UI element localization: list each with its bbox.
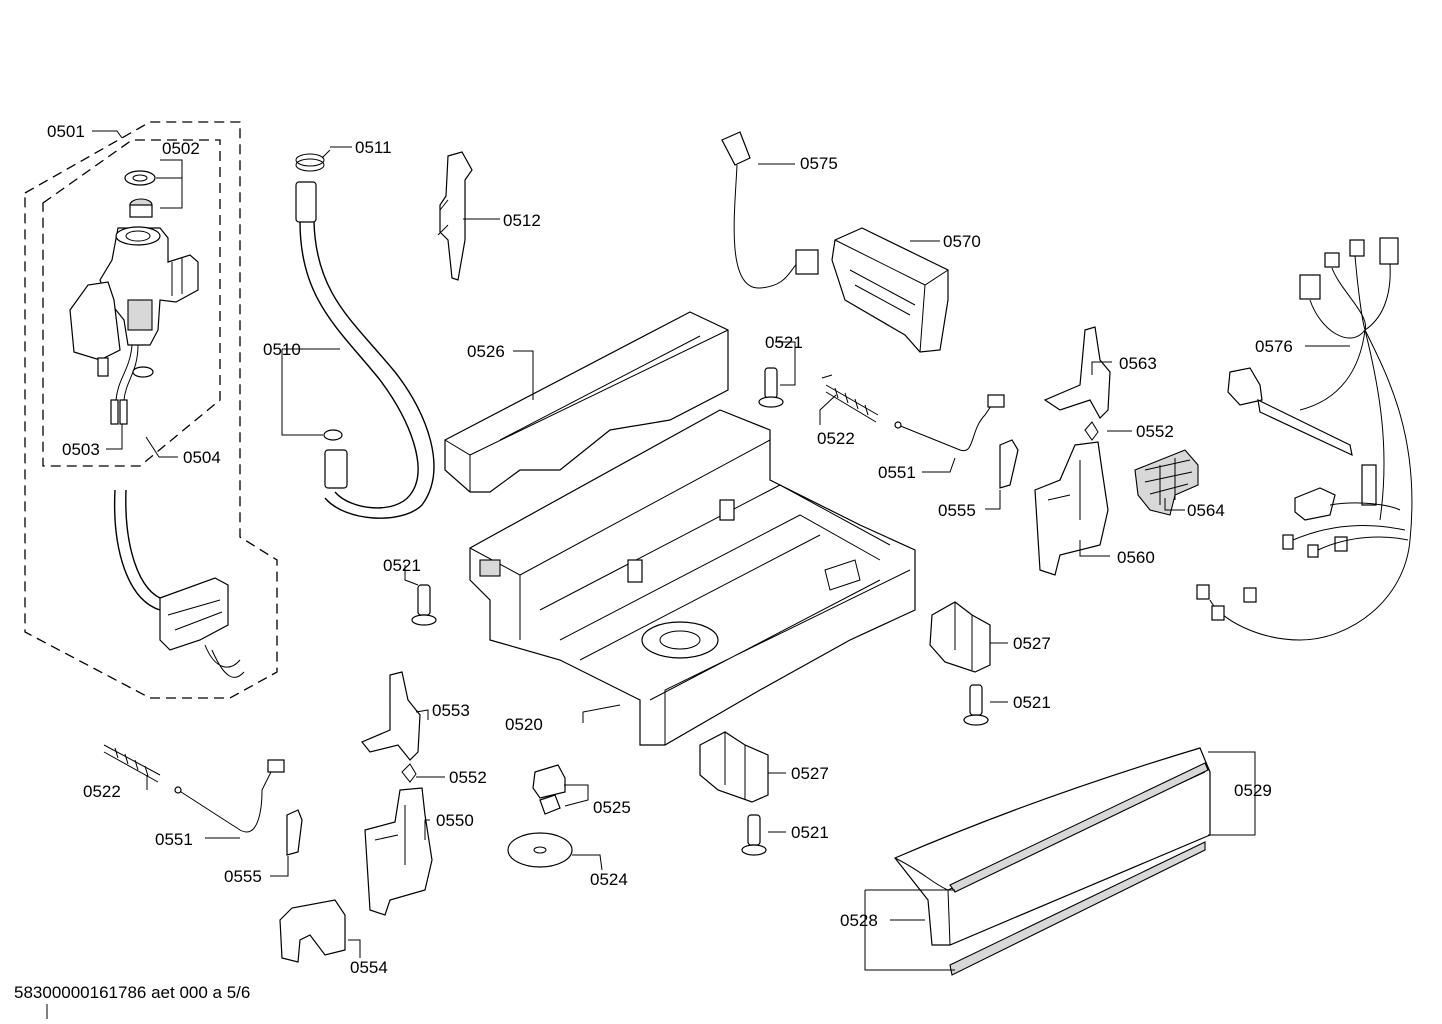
part-0521-foot-b — [411, 584, 437, 626]
label-0551-right: 0551 — [878, 463, 916, 482]
part-0551-cable-left — [174, 759, 285, 833]
label-0551-left: 0551 — [155, 830, 193, 849]
label-0502: 0502 — [162, 139, 200, 158]
label-0521-mid: 0521 — [383, 556, 421, 575]
part-0504-valve — [69, 226, 199, 377]
part-0563-bracket — [1043, 326, 1111, 419]
part-0555-clip-right — [999, 439, 1019, 489]
label-0552-right: 0552 — [1136, 422, 1174, 441]
part-0524-disc — [507, 832, 573, 868]
part-0576-wiring-harness — [1196, 237, 1413, 641]
label-0511: 0511 — [355, 138, 392, 157]
part-0529-kickboard — [894, 747, 1211, 976]
part-0510-drain-hose — [295, 181, 435, 519]
label-0521-right: 0521 — [1013, 693, 1051, 712]
label-0550: 0550 — [436, 811, 474, 830]
label-0575: 0575 — [800, 154, 838, 173]
part-0575-power-cord — [721, 131, 819, 289]
label-0521-top: 0521 — [765, 333, 803, 352]
label-0526: 0526 — [467, 342, 505, 361]
label-0555-right: 0555 — [938, 501, 976, 520]
part-0522-spring-left — [103, 744, 161, 783]
part-0551-cable-right — [894, 394, 1005, 452]
part-0511-clip — [295, 149, 331, 172]
part-0527-cover-left — [699, 731, 769, 803]
part-0520-base — [469, 409, 916, 746]
label-0529: 0529 — [1234, 781, 1272, 800]
label-0560: 0560 — [1117, 548, 1155, 567]
part-0525-connector — [532, 764, 566, 815]
part-0550-hinge — [364, 787, 433, 916]
label-0527-right: 0527 — [1013, 634, 1051, 653]
label-0510: 0510 — [263, 340, 301, 359]
label-0527-left: 0527 — [791, 764, 829, 783]
part-0527-cover-right — [929, 601, 991, 673]
part-0522-spring-right — [821, 374, 879, 423]
label-0552-left: 0552 — [449, 768, 487, 787]
label-0512: 0512 — [503, 211, 541, 230]
part-0554-cover — [279, 899, 346, 963]
part-0555-clip-left — [286, 809, 303, 856]
label-0522-right: 0522 — [817, 429, 855, 448]
part-0526-lid — [444, 311, 729, 493]
leader-lines — [46, 130, 1350, 1019]
group-outline-0501 — [24, 121, 278, 699]
label-0501: 0501 — [47, 122, 85, 141]
drawing-reference-footer: 58300000161786 aet 000 a 5/6 — [14, 983, 251, 1002]
label-0522-left: 0522 — [83, 782, 121, 801]
part-0503-wires — [110, 344, 154, 425]
label-0554: 0554 — [350, 958, 388, 977]
part-0564-shield — [1134, 449, 1199, 516]
label-0520: 0520 — [505, 715, 543, 734]
label-0504: 0504 — [183, 448, 221, 467]
part-0501-hose — [113, 489, 245, 678]
label-0576: 0576 — [1255, 337, 1293, 356]
part-0553-bracket — [361, 671, 421, 761]
group-outline-0504 — [42, 139, 221, 467]
part-0512-bracket — [437, 151, 473, 281]
label-0555-left: 0555 — [224, 867, 262, 886]
label-0503: 0503 — [62, 440, 100, 459]
label-0563: 0563 — [1119, 354, 1157, 373]
part-0521-foot-c — [963, 684, 989, 726]
part-0552-spring-clip-left — [401, 763, 417, 783]
label-0553: 0553 — [432, 701, 470, 720]
part-0502-ring — [124, 170, 156, 218]
part-0521-foot-a — [758, 367, 784, 408]
label-0570: 0570 — [943, 232, 981, 251]
label-0521-bottom: 0521 — [791, 823, 829, 842]
part-0552-spring-clip-right — [1084, 421, 1099, 441]
part-0560-hinge — [1034, 441, 1109, 576]
part-0521-foot-d — [741, 814, 767, 856]
label-0528: 0528 — [840, 911, 878, 930]
label-0525: 0525 — [593, 798, 631, 817]
part-0570-control-module — [831, 227, 949, 353]
label-0524: 0524 — [590, 870, 628, 889]
label-0564: 0564 — [1187, 501, 1225, 520]
